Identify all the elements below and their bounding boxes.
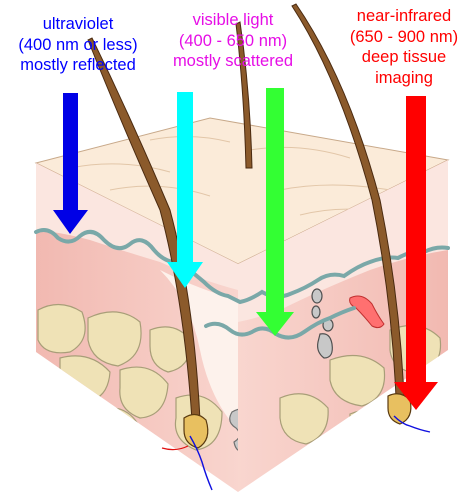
visible-label-line-2: (400 - 650 nm)	[158, 31, 308, 52]
visible-light-label: visible light (400 - 650 nm) mostly scat…	[158, 10, 308, 72]
ultraviolet-label-line-3: mostly reflected	[0, 55, 156, 76]
visible-label-line-3: mostly scattered	[158, 51, 308, 72]
nir-label-line-1: near-infrared	[335, 6, 473, 27]
ultraviolet-label: ultraviolet (400 nm or less) mostly refl…	[0, 14, 156, 76]
nir-label-line-4: imaging	[335, 68, 473, 89]
ultraviolet-label-line-1: ultraviolet	[0, 14, 156, 35]
nir-label-line-3: deep tissue	[335, 47, 473, 68]
near-infrared-label: near-infrared (650 - 900 nm) deep tissue…	[335, 6, 473, 88]
nir-label-line-2: (650 - 900 nm)	[335, 27, 473, 48]
ultraviolet-label-line-2: (400 nm or less)	[0, 35, 156, 56]
visible-label-line-1: visible light	[158, 10, 308, 31]
